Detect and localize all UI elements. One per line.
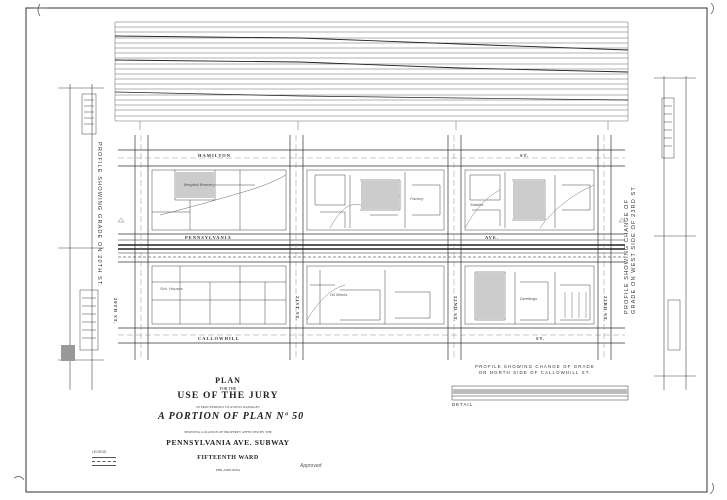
title-for-the: FOR THE xyxy=(219,386,237,391)
title-plan: PLAN xyxy=(215,376,241,385)
svg-text:Oil Works: Oil Works xyxy=(330,292,347,297)
title-showing: SHOWING LOCATION OF PROPERTY AFFECTED BY… xyxy=(184,430,272,434)
svg-text:Factory: Factory xyxy=(410,196,424,201)
property-lots xyxy=(151,169,595,325)
title-ward: FIFTEENTH WARD xyxy=(197,455,259,461)
bottom-profile xyxy=(451,385,629,401)
top-profile-grade-lines xyxy=(114,35,629,101)
svg-text:Sch. Houses: Sch. Houses xyxy=(160,286,183,291)
svg-text:Dwellings: Dwellings xyxy=(520,296,537,301)
block-centerline-arrows xyxy=(117,217,626,223)
subway-tracks xyxy=(118,239,625,258)
title-portion-of-plan: A PORTION OF PLAN Nº 50 xyxy=(158,411,305,422)
street-label-21st: 21ST ST. xyxy=(295,296,300,322)
right-profile-label: PROFILE SHOWING CHANGE OF GRADE ON WEST … xyxy=(624,184,637,314)
street-label-23rd: 23RD ST. xyxy=(603,296,608,323)
title-footer: PHILADELPHIA xyxy=(215,468,241,472)
street-label-pennsylvania: PENNSYLVANIA xyxy=(185,235,232,240)
street-label-20th: 20TH ST. xyxy=(113,298,118,325)
title-proceedings: IN PROCEEDINGS TO ASSESS DAMAGES xyxy=(196,405,260,409)
bottom-profile-label: PROFILE SHOWING CHANGE OF GRADE ON NORTH… xyxy=(475,364,595,375)
handwritten-annotations: Bergdoll Brewery Sch. Houses Oil Works S… xyxy=(160,182,537,301)
svg-text:Bergdoll Brewery: Bergdoll Brewery xyxy=(184,182,215,187)
right-profile xyxy=(654,76,696,390)
legend-line-2 xyxy=(92,461,116,462)
title-use-of-jury: USE OF THE JURY xyxy=(177,391,279,401)
street-label-callowhill-st: ST. xyxy=(536,336,546,341)
top-profile-station-ticks xyxy=(139,121,609,130)
street-label-hamilton: HAMILTON xyxy=(198,153,232,158)
bottom-profile-tag: DETAIL xyxy=(452,402,474,407)
street-label-callowhill: CALLOWHILL xyxy=(198,336,240,341)
street-centerlines xyxy=(118,135,625,360)
street-label-ave: AVE. xyxy=(485,235,500,240)
legend-title: LEGEND xyxy=(92,450,107,454)
title-block: PLAN FOR THE USE OF THE JURY IN PROCEEDI… xyxy=(158,376,305,486)
left-profile xyxy=(58,84,104,390)
lot-shading xyxy=(176,172,544,319)
left-profile-label: PROFILE SHOWING GRADE ON 20TH ST. xyxy=(96,142,102,288)
top-profile-grid xyxy=(114,21,629,122)
approved-signature: Approved xyxy=(300,463,322,469)
svg-text:Stables: Stables xyxy=(470,202,483,207)
legend-box: LEGEND xyxy=(92,450,122,472)
street-label-22nd: 22ND ST. xyxy=(453,296,458,323)
plan-streets xyxy=(118,135,625,360)
legend-line-1 xyxy=(92,457,116,458)
title-subway: PENNSYLVANIA AVE. SUBWAY xyxy=(166,438,290,447)
sheet-border xyxy=(25,7,708,493)
corner-marks xyxy=(13,2,714,495)
street-label-hamilton-st: ST. xyxy=(520,153,530,158)
legend-line-3 xyxy=(92,465,116,466)
